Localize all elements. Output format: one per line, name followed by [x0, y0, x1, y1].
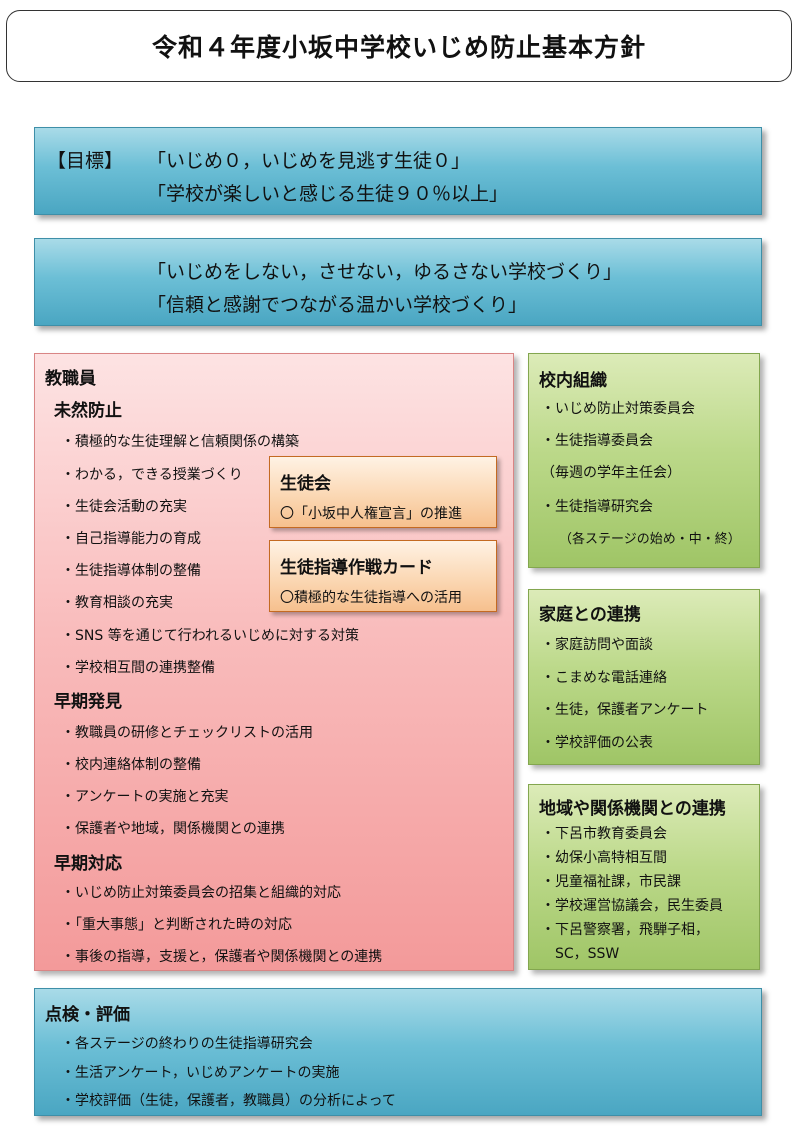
guidance-card-title: 生徒指導作戦カード: [280, 558, 433, 578]
motto-box: 「いじめをしない，させない，ゆるさない学校づくり」 「信頼と感謝でつながる温かい…: [34, 238, 762, 326]
list-item: ・学校評価の公表: [541, 735, 653, 751]
list-item: ・生徒指導研究会: [541, 499, 653, 515]
staff-heading: 教職員: [45, 369, 96, 389]
list-item: ・アンケートの実施と充実: [61, 789, 229, 805]
list-item: ・いじめ防止対策委員会の招集と組織的対応: [61, 885, 341, 901]
list-item: ・家庭訪問や面談: [541, 637, 653, 653]
list-item: （各ステージの始め・中・終）: [559, 532, 741, 547]
goal-line: 「学校が楽しいと感じる生徒９０％以上」: [147, 183, 509, 205]
staff-panel: 教職員 未然防止 ・積極的な生徒理解と信頼関係の構築 ・わかる，できる授業づくり…: [34, 353, 514, 971]
list-item: ・生徒指導体制の整備: [61, 563, 201, 579]
guidance-card-text: 〇積極的な生徒指導への活用: [280, 590, 462, 606]
school-org-heading: 校内組織: [539, 371, 607, 391]
list-item: ・各ステージの終わりの生徒指導研究会: [61, 1036, 313, 1052]
evaluation-box: 点検・評価 ・各ステージの終わりの生徒指導研究会 ・生活アンケート，いじめアンケ…: [34, 988, 762, 1116]
prevention-heading: 未然防止: [54, 401, 122, 421]
list-item: ・保護者や地域，関係機関との連携: [61, 821, 285, 837]
list-item: ・積極的な生徒理解と信頼関係の構築: [61, 434, 299, 450]
list-item: ・下呂警察署，飛騨子相，: [541, 922, 709, 938]
community-panel: 地域や関係機関との連携 ・下呂市教育委員会 ・幼保小高特相互間 ・児童福祉課，市…: [528, 784, 760, 970]
list-item: （毎週の学年主任会）: [541, 465, 681, 481]
home-heading: 家庭との連携: [539, 605, 641, 625]
list-item: ・生徒会活動の充実: [61, 499, 187, 515]
student-council-title: 生徒会: [280, 474, 331, 494]
early-response-heading: 早期対応: [54, 854, 122, 874]
list-item: ・学校運営協議会，民生委員: [541, 898, 723, 914]
community-heading: 地域や関係機関との連携: [539, 799, 726, 819]
student-council-text: 〇「小坂中人権宣言」の推進: [280, 506, 462, 522]
list-item: ・校内連絡体制の整備: [61, 757, 201, 773]
list-item: ・生徒指導委員会: [541, 433, 653, 449]
list-item: ・いじめ防止対策委員会: [541, 401, 695, 417]
evaluation-heading: 点検・評価: [45, 1005, 130, 1025]
guidance-card-box: 生徒指導作戦カード 〇積極的な生徒指導への活用: [269, 540, 497, 612]
list-item: ・児童福祉課，市民課: [541, 874, 681, 890]
goal-box: 【目標】 「いじめ０，いじめを見逃す生徒０」 「学校が楽しいと感じる生徒９０％以…: [34, 127, 762, 215]
goal-label: 【目標】: [47, 150, 124, 172]
motto-line: 「信頼と感謝でつながる温かい学校づくり」: [147, 294, 528, 316]
list-item: ・自己指導能力の育成: [61, 531, 201, 547]
page-title-box: 令和４年度小坂中学校いじめ防止基本方針: [6, 10, 792, 82]
early-detection-heading: 早期発見: [54, 692, 122, 712]
list-item: ・教育相談の充実: [61, 595, 173, 611]
list-item: ・下呂市教育委員会: [541, 826, 667, 842]
goal-line: 「いじめ０，いじめを見逃す生徒０」: [147, 150, 471, 172]
list-item: ・学校評価（生徒，保護者，教職員）の分析によって: [61, 1093, 396, 1109]
home-panel: 家庭との連携 ・家庭訪問や面談 ・こまめな電話連絡 ・生徒，保護者アンケート ・…: [528, 589, 760, 765]
list-item: ・学校相互間の連携整備: [61, 660, 215, 676]
student-council-box: 生徒会 〇「小坂中人権宣言」の推進: [269, 456, 497, 528]
list-item: ・わかる，できる授業づくり: [61, 467, 243, 483]
list-item: ・「重大事態」と判断された時の対応: [61, 917, 292, 933]
list-item: ・幼保小高特相互間: [541, 850, 667, 866]
school-org-panel: 校内組織 ・いじめ防止対策委員会 ・生徒指導委員会 （毎週の学年主任会） ・生徒…: [528, 353, 760, 568]
list-item: ・生活アンケート，いじめアンケートの実施: [61, 1065, 340, 1081]
list-item: ・SNS 等を通じて行われるいじめに対する対策: [61, 628, 359, 644]
list-item: ・教職員の研修とチェックリストの活用: [61, 725, 313, 741]
list-item: SC，SSW: [555, 946, 620, 962]
list-item: ・生徒，保護者アンケート: [541, 702, 709, 718]
list-item: ・こまめな電話連絡: [541, 670, 667, 686]
page-title: 令和４年度小坂中学校いじめ防止基本方針: [151, 33, 646, 62]
list-item: ・事後の指導，支援と，保護者や関係機関との連携: [61, 949, 383, 965]
motto-line: 「いじめをしない，させない，ゆるさない学校づくり」: [147, 261, 623, 283]
